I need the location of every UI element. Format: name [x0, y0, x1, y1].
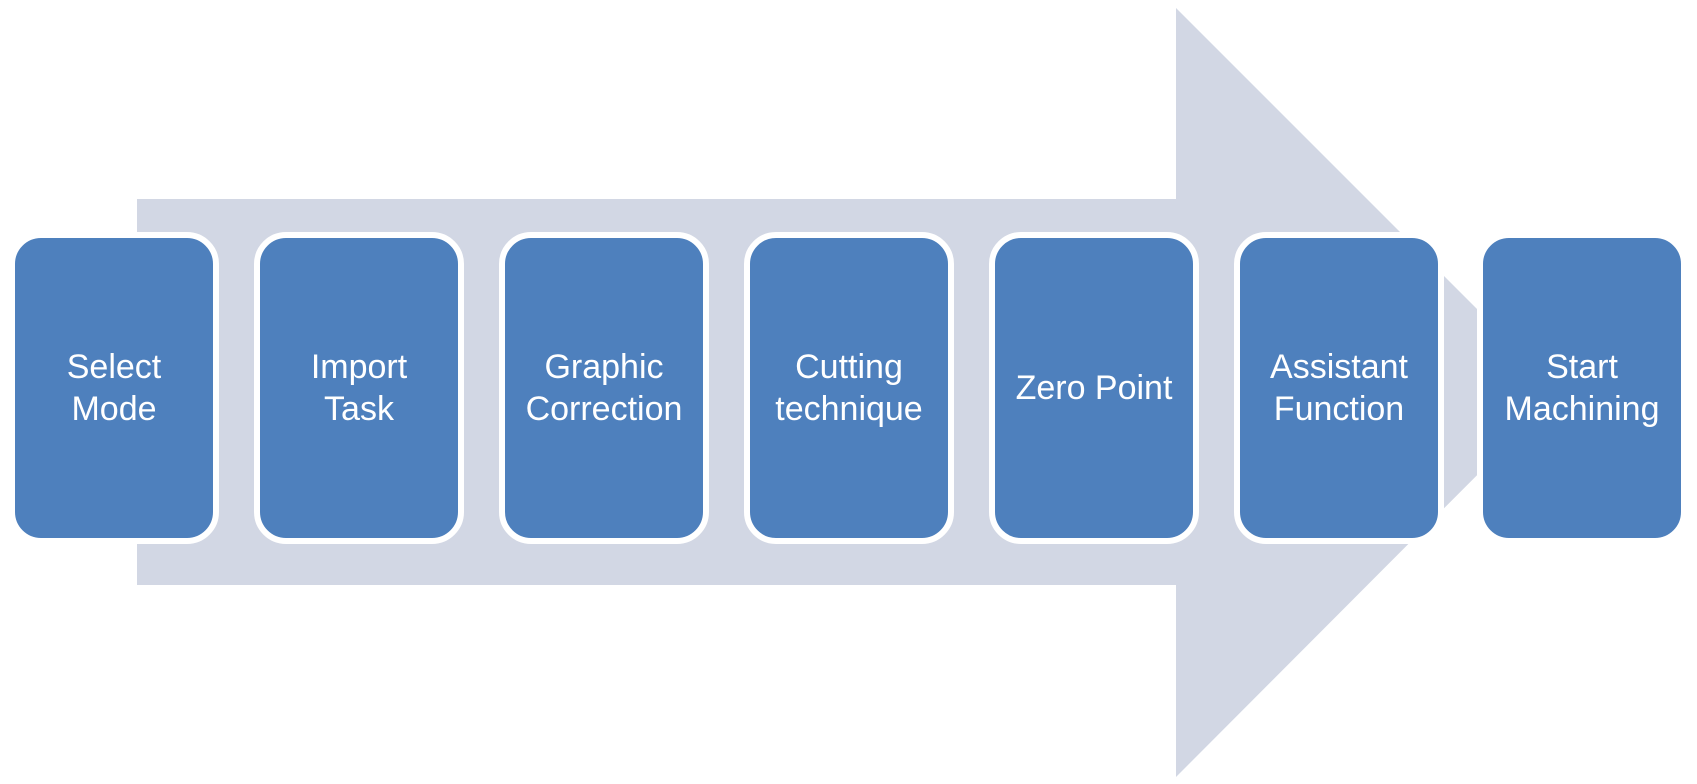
step-cutting-technique: Cutting technique — [744, 232, 954, 544]
step-label-line: Zero Point — [1015, 369, 1173, 407]
step-label-line: Start — [1546, 348, 1618, 386]
step-label-line: Cutting — [795, 348, 903, 386]
step-label-line: Correction — [525, 390, 683, 428]
step-label-line: Select — [66, 348, 162, 386]
step-label-line: technique — [775, 390, 923, 428]
step-label-line: Function — [1273, 390, 1405, 428]
step-zero-point: Zero Point — [989, 232, 1199, 544]
step-label-line: Assistant — [1270, 348, 1408, 386]
step-label-line: Import — [310, 348, 408, 386]
step-label-line: Machining — [1504, 390, 1660, 428]
step-label-line: Graphic — [544, 348, 664, 386]
step-label-line: Mode — [71, 390, 157, 428]
step-label-line: Task — [324, 390, 394, 428]
